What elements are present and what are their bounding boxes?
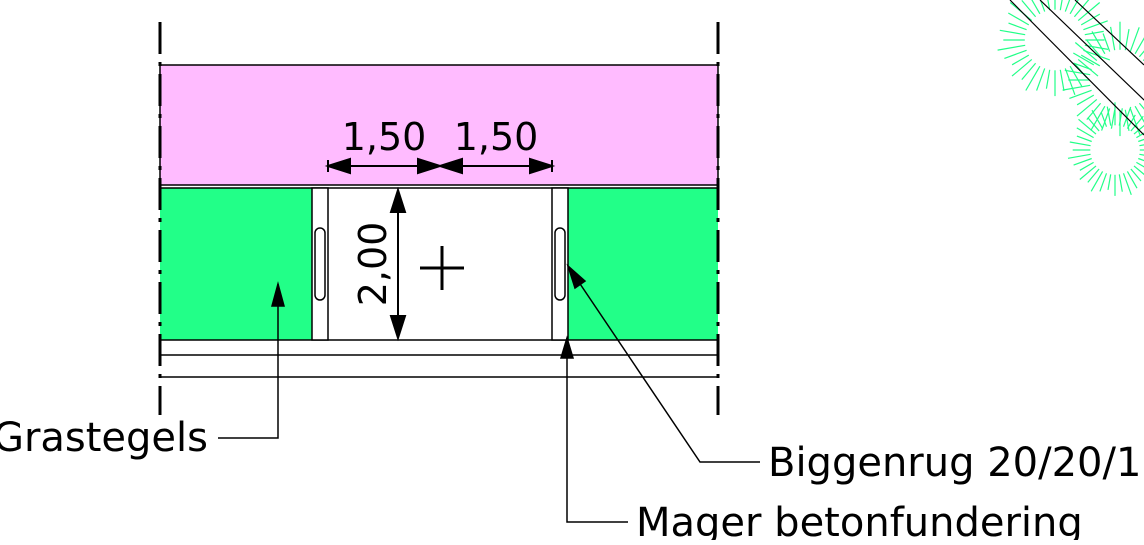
paving-outlines bbox=[159, 187, 719, 378]
leader-foundation bbox=[559, 335, 628, 523]
label-foundation: Mager betonfundering bbox=[636, 500, 1083, 540]
dimension-width-right: 1,50 bbox=[454, 115, 539, 159]
grass-area-left bbox=[160, 188, 312, 340]
dimension-depth-label: 2,00 bbox=[351, 222, 395, 307]
boundary-lines bbox=[158, 22, 720, 415]
leader-kerb bbox=[566, 263, 760, 463]
dimension-depth bbox=[389, 186, 407, 342]
label-grass-tiles: Grastegels bbox=[0, 415, 208, 461]
kerb-right bbox=[551, 187, 569, 341]
tree-symbol bbox=[997, 0, 1144, 196]
label-kerb: Biggenrug 20/20/1 bbox=[768, 440, 1141, 486]
tree-trunk-lines bbox=[1009, 0, 1144, 136]
dimension-width-left: 1,50 bbox=[342, 115, 427, 159]
grass-area-right bbox=[568, 188, 718, 340]
leader-grass-tiles bbox=[218, 281, 285, 439]
kerb-left bbox=[311, 187, 329, 341]
centre-cross-icon bbox=[420, 246, 464, 290]
dimension-width bbox=[324, 157, 556, 175]
